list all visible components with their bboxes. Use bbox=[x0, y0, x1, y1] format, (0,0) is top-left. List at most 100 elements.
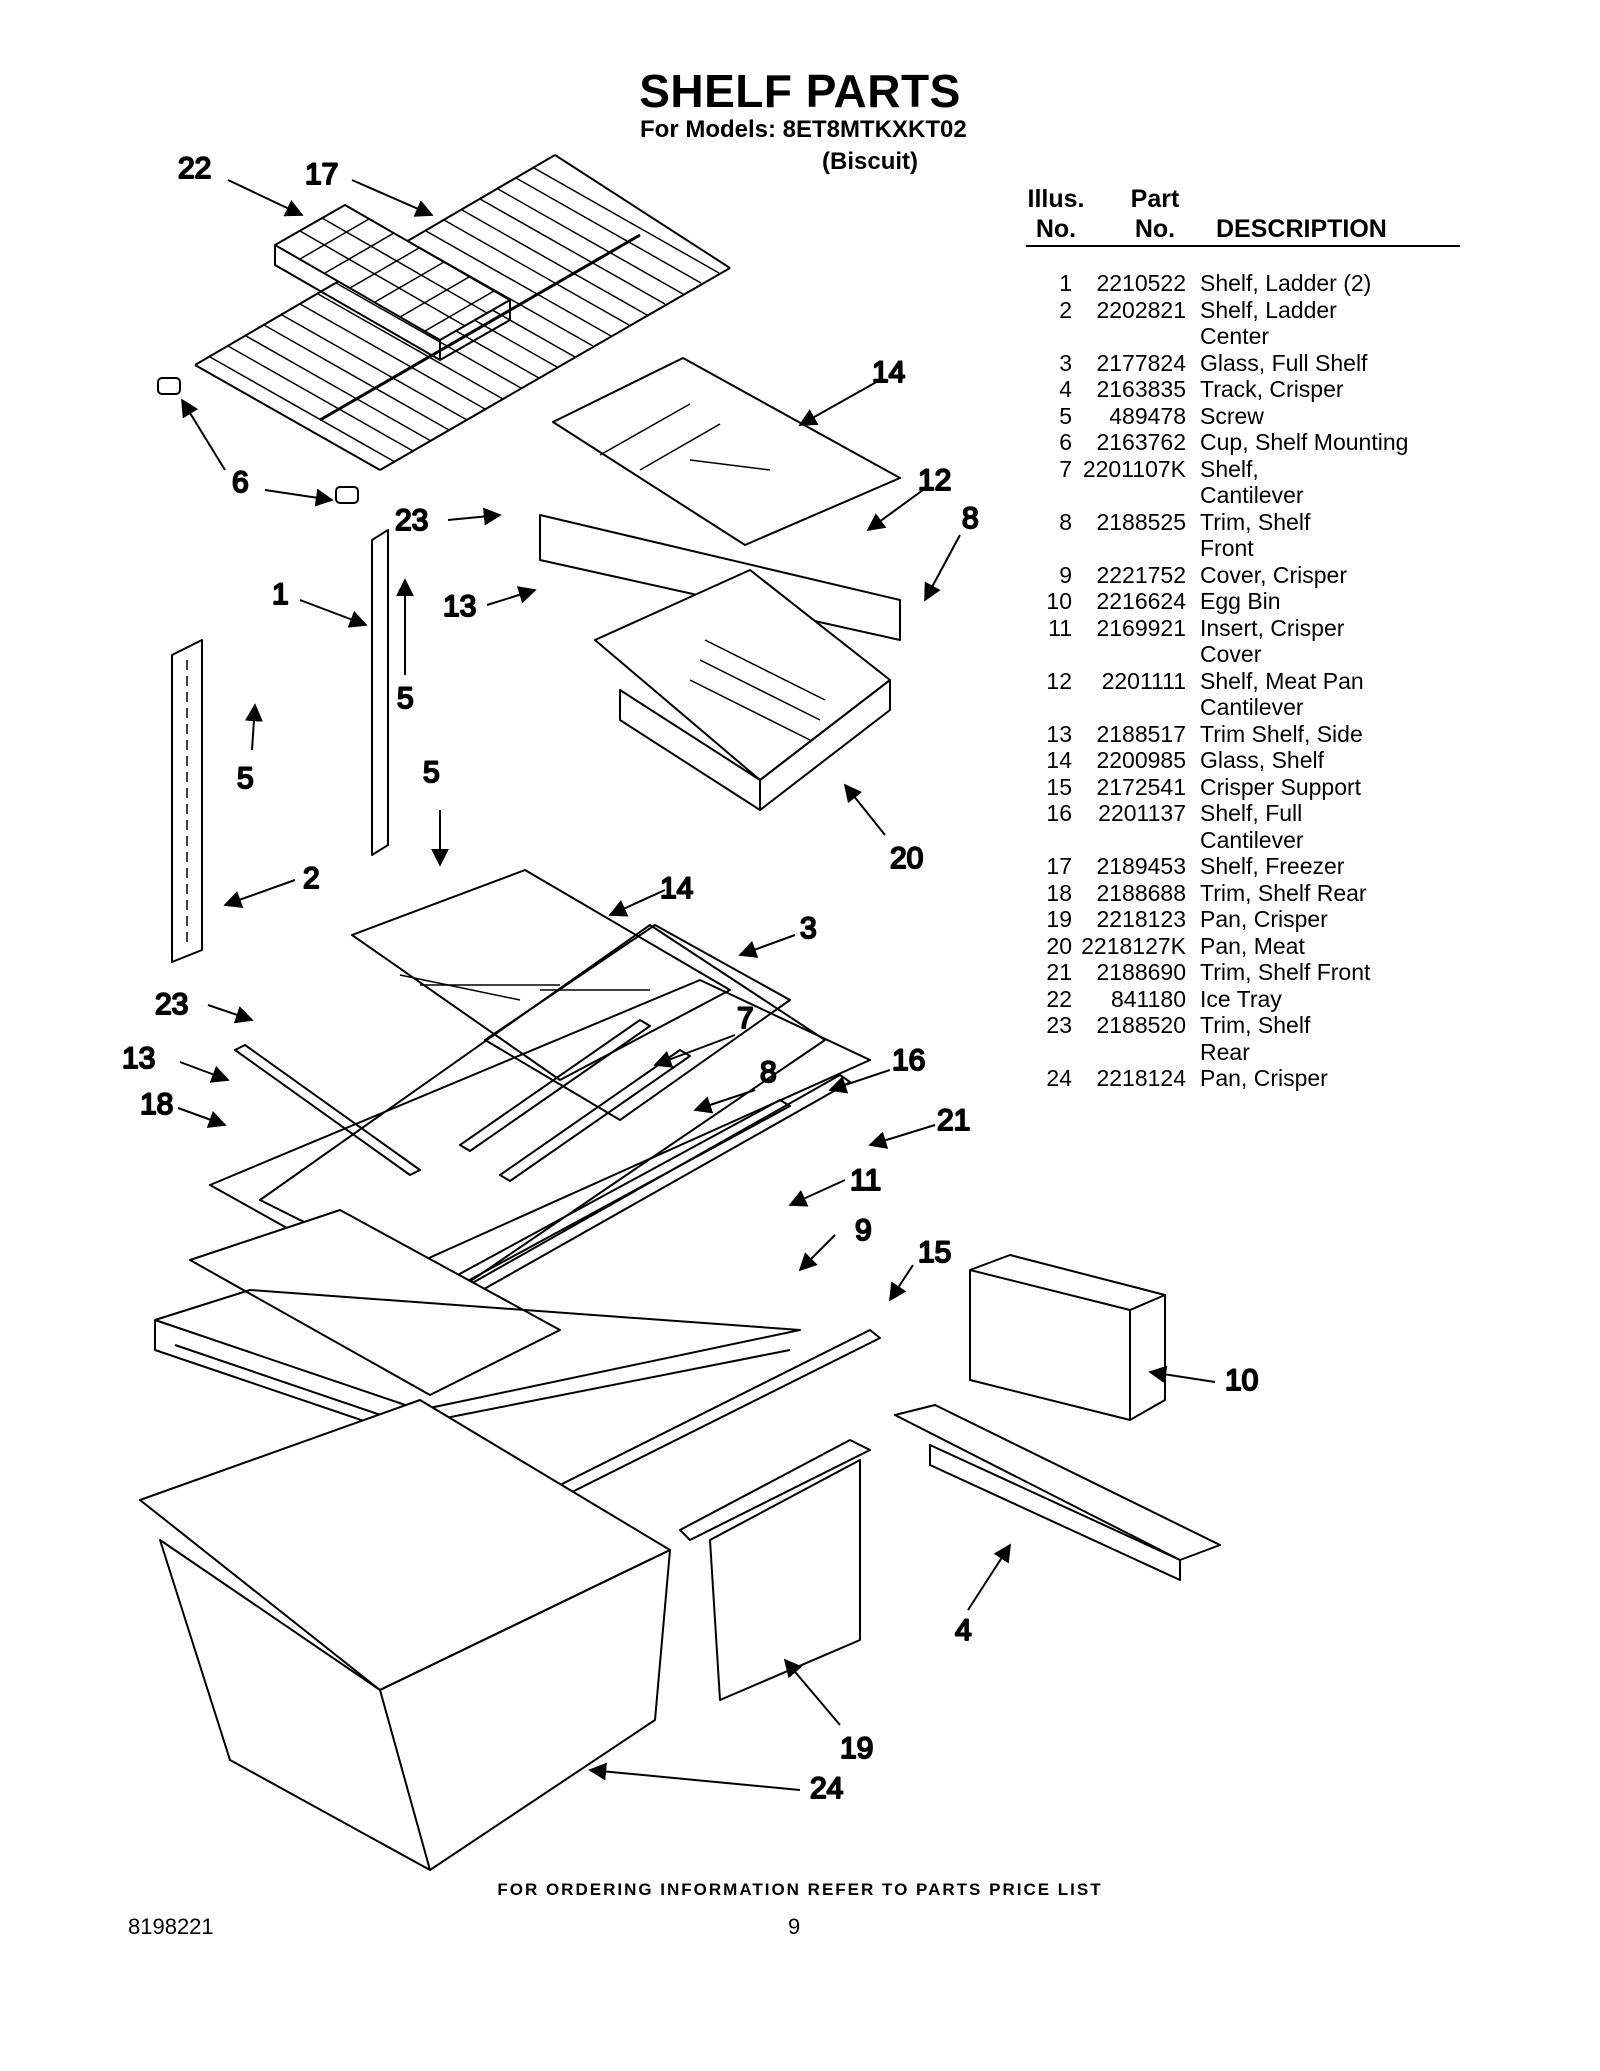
part-number: 2210522 bbox=[1096, 270, 1186, 296]
callout-13: 13 bbox=[122, 1042, 155, 1075]
lower-cantilever-shelves-drawing bbox=[189, 979, 871, 1396]
callout-9: 9 bbox=[855, 1214, 872, 1247]
illus-number: 4 bbox=[1059, 376, 1072, 402]
illus-number: 6 bbox=[1059, 429, 1072, 455]
callout-5: 5 bbox=[237, 762, 254, 795]
callout-7: 7 bbox=[737, 1002, 754, 1035]
part-description: Shelf, Meat Pan Cantilever bbox=[1200, 667, 1364, 721]
callout-15: 15 bbox=[918, 1236, 951, 1269]
illus-number: 14 bbox=[1046, 747, 1072, 773]
part-description: Shelf, Freezer bbox=[1200, 853, 1345, 879]
callout-18: 18 bbox=[140, 1088, 173, 1121]
callout-24: 24 bbox=[810, 1772, 843, 1805]
page-number: 9 bbox=[788, 1914, 801, 1939]
part-description: Pan, Meat bbox=[1200, 932, 1305, 959]
part-number: 489478 bbox=[1109, 402, 1186, 429]
part-number: 841180 bbox=[1110, 985, 1186, 1012]
part-number: 2189453 bbox=[1096, 853, 1186, 879]
illus-number: 13 bbox=[1046, 720, 1072, 747]
part-description: Egg Bin bbox=[1200, 588, 1281, 614]
illus-number: 1 bbox=[1059, 270, 1072, 296]
illus-number: 7 bbox=[1059, 455, 1072, 482]
part-description: Trim, Shelf Rear bbox=[1200, 879, 1367, 906]
callout-23: 23 bbox=[395, 504, 428, 537]
illus-number: 12 bbox=[1046, 667, 1072, 694]
parts-row: 13 2188517 Trim Shelf, Side bbox=[1020, 721, 1460, 748]
callout-2: 2 bbox=[303, 862, 320, 895]
callout-13: 13 bbox=[443, 590, 476, 623]
part-description: Glass, Full Shelf bbox=[1200, 349, 1368, 376]
part-number: 2202821 bbox=[1096, 296, 1186, 323]
part-description: Shelf, Ladder (2) bbox=[1200, 270, 1372, 296]
callout-8: 8 bbox=[962, 502, 979, 535]
egg-bin-drawing bbox=[969, 1254, 1166, 1421]
header-rule bbox=[1026, 245, 1460, 247]
part-number: 2188688 bbox=[1096, 879, 1186, 906]
part-number: 2201107K bbox=[1082, 455, 1186, 482]
page-title: SHELF PARTS bbox=[639, 65, 961, 117]
ordering-note: FOR ORDERING INFORMATION REFER TO PARTS … bbox=[497, 1880, 1103, 1899]
part-description: Cup, Shelf Mounting bbox=[1200, 429, 1409, 455]
leader-lines bbox=[177, 179, 1216, 1791]
parts-row: 1 2210522 Shelf, Ladder (2) bbox=[1020, 270, 1460, 297]
upper-glass-shelf-drawing bbox=[552, 357, 901, 546]
models-line: For Models: 8ET8MTKXKT02 bbox=[640, 116, 967, 143]
part-number: 2218127K bbox=[1081, 932, 1186, 959]
illus-number: 20 bbox=[1046, 932, 1072, 959]
callout-1: 1 bbox=[272, 578, 289, 611]
parts-table: Illus. No. Part No. DESCRIPTION bbox=[1020, 184, 1460, 252]
part-description: Screw bbox=[1200, 402, 1264, 429]
meat-pan-drawing bbox=[539, 514, 901, 811]
part-description: Cover, Crisper bbox=[1200, 561, 1347, 588]
callout-16: 16 bbox=[892, 1044, 925, 1077]
callout-19: 19 bbox=[840, 1732, 873, 1765]
illus-number: 22 bbox=[1046, 985, 1072, 1012]
part-description: Shelf, Full Cantilever bbox=[1200, 800, 1304, 853]
callout-22: 22 bbox=[178, 152, 211, 185]
callout-12: 12 bbox=[918, 464, 951, 497]
illus-number: 11 bbox=[1048, 614, 1072, 641]
callout-10: 10 bbox=[1225, 1364, 1258, 1397]
part-number: 2188517 bbox=[1096, 720, 1186, 747]
callout-5: 5 bbox=[423, 756, 440, 789]
illus-number: 8 bbox=[1059, 508, 1072, 535]
callout-20: 20 bbox=[890, 842, 923, 875]
part-description: Trim, Shelf Front bbox=[1200, 959, 1371, 985]
part-description: Trim, Shelf Rear bbox=[1200, 1012, 1311, 1065]
parts-row: 20 2218127K Pan, Meat bbox=[1020, 933, 1460, 960]
part-description: Ice Tray bbox=[1200, 985, 1282, 1012]
callout-11: 11 bbox=[850, 1164, 881, 1197]
callout-23: 23 bbox=[155, 988, 188, 1021]
parts-table-header: Illus. No. Part No. DESCRIPTION bbox=[1020, 184, 1460, 252]
crisper-track-drawing bbox=[894, 1404, 1221, 1581]
part-number: 2188525 bbox=[1096, 508, 1186, 535]
callout-3: 3 bbox=[800, 912, 817, 945]
color-line: (Biscuit) bbox=[822, 148, 918, 175]
part-number: 2177824 bbox=[1096, 349, 1186, 376]
ice-tray-drawing bbox=[274, 204, 511, 361]
callout-8: 8 bbox=[760, 1056, 777, 1089]
callout-21: 21 bbox=[937, 1104, 970, 1137]
part-number: 2163762 bbox=[1096, 429, 1186, 455]
illus-number: 18 bbox=[1046, 879, 1072, 906]
illus-number: 15 bbox=[1046, 773, 1072, 800]
part-description: Pan, Crisper bbox=[1200, 1065, 1328, 1091]
part-number: 2216624 bbox=[1096, 588, 1186, 614]
part-description: Trim Shelf, Side bbox=[1200, 720, 1363, 747]
